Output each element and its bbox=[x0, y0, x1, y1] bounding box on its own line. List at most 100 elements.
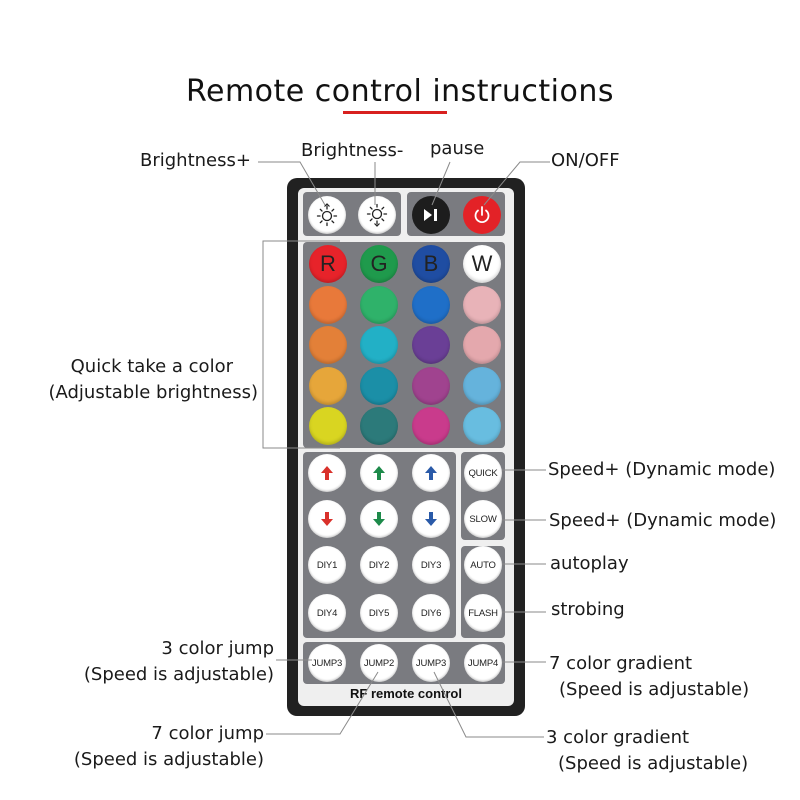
jump3-button[interactable]: JUMP3 bbox=[308, 644, 346, 682]
diy-label: DIY5 bbox=[368, 607, 390, 619]
jump-label: JUMP3 bbox=[415, 657, 447, 669]
callout-7-color-gradient-line2: (Speed is adjustable) bbox=[559, 679, 750, 700]
color-button-g[interactable]: G bbox=[360, 245, 398, 283]
leader-quick-color-bracket bbox=[262, 240, 340, 449]
jump-label: JUMP3 bbox=[311, 657, 343, 669]
color-swatch-button[interactable] bbox=[412, 326, 450, 364]
sun-down-icon bbox=[366, 203, 388, 227]
color-swatch-button[interactable] bbox=[412, 407, 450, 445]
diy-label: DIY3 bbox=[420, 559, 442, 571]
brand-label: RF remote control bbox=[350, 686, 462, 701]
arrow-down-icon bbox=[425, 512, 437, 526]
flash-label: FLASH bbox=[468, 607, 498, 619]
diy2-button[interactable]: DIY2 bbox=[360, 546, 398, 584]
callout-speed-up: Speed+ (Dynamic mode) bbox=[548, 459, 776, 480]
callout-7-color-jump-line2: (Speed is adjustable) bbox=[73, 749, 264, 770]
callout-3-color-jump-line2: (Speed is adjustable) bbox=[83, 664, 274, 685]
leader-brightness-up bbox=[258, 161, 326, 206]
callout-3-color-gradient-line2: (Speed is adjustable) bbox=[558, 753, 749, 774]
color-swatch-button[interactable] bbox=[463, 286, 501, 324]
red-up-button[interactable] bbox=[308, 454, 346, 492]
callout-3-color-jump: 3 color jump (Speed is adjustable) bbox=[40, 638, 274, 686]
diy1-button[interactable]: DIY1 bbox=[308, 546, 346, 584]
power-icon bbox=[474, 206, 490, 224]
leader-3-color-gradient bbox=[433, 671, 544, 738]
diy-label: DIY2 bbox=[368, 559, 390, 571]
color-button-w[interactable]: W bbox=[463, 245, 501, 283]
color-swatch-button[interactable] bbox=[412, 286, 450, 324]
play-pause-icon bbox=[424, 209, 437, 221]
color-swatch-button[interactable] bbox=[309, 286, 347, 324]
color-swatch-button[interactable] bbox=[463, 326, 501, 364]
diy6-button[interactable]: DIY6 bbox=[412, 594, 450, 632]
quick-button[interactable]: QUICK bbox=[464, 454, 502, 492]
callout-quick-color-line2: (Adjustable brightness) bbox=[48, 382, 258, 403]
blue-down-button[interactable] bbox=[412, 500, 450, 538]
green-down-button[interactable] bbox=[360, 500, 398, 538]
arrow-up-icon bbox=[373, 466, 385, 480]
callout-7-color-jump: 7 color jump (Speed is adjustable) bbox=[30, 723, 264, 771]
color-swatch-button[interactable] bbox=[463, 367, 501, 405]
color-button-label: B bbox=[423, 251, 439, 276]
jump7-button[interactable]: JUMP2 bbox=[360, 644, 398, 682]
color-button-b[interactable]: B bbox=[412, 245, 450, 283]
callout-3-color-jump-line1: 3 color jump bbox=[161, 638, 274, 659]
color-button-label: W bbox=[471, 251, 493, 276]
callout-quick-color: Quick take a color (Adjustable brightnes… bbox=[20, 356, 258, 404]
leader-pause bbox=[431, 161, 451, 206]
diy4-button[interactable]: DIY4 bbox=[308, 594, 346, 632]
slow-button[interactable]: SLOW bbox=[464, 500, 502, 538]
slow-label: SLOW bbox=[469, 513, 497, 525]
flash-button[interactable]: FLASH bbox=[464, 594, 502, 632]
arrow-down-icon bbox=[373, 512, 385, 526]
arrow-up-icon bbox=[321, 466, 333, 480]
diy-label: DIY6 bbox=[420, 607, 442, 619]
diy-label: DIY1 bbox=[316, 559, 338, 571]
quick-label: QUICK bbox=[468, 467, 498, 479]
callout-on-off: ON/OFF bbox=[551, 150, 620, 171]
callout-pause: pause bbox=[430, 138, 485, 159]
diy3-button[interactable]: DIY3 bbox=[412, 546, 450, 584]
leader-7-color-jump bbox=[266, 671, 379, 735]
callout-3-color-gradient-line1: 3 color gradient bbox=[546, 727, 690, 748]
jump-label: JUMP4 bbox=[467, 657, 499, 669]
callout-brightness-down: Brightness- bbox=[301, 140, 404, 161]
callout-speed-down: Speed+ (Dynamic mode) bbox=[549, 510, 777, 531]
callout-brightness-up: Brightness+ bbox=[140, 150, 251, 171]
pause-button[interactable] bbox=[412, 196, 450, 234]
diy-label: DIY4 bbox=[316, 607, 338, 619]
sun-up-icon bbox=[316, 203, 338, 227]
arrow-up-icon bbox=[425, 466, 437, 480]
blue-up-button[interactable] bbox=[412, 454, 450, 492]
callout-7-color-gradient-line1: 7 color gradient bbox=[549, 653, 693, 674]
color-swatch-button[interactable] bbox=[360, 407, 398, 445]
arrow-down-icon bbox=[321, 512, 333, 526]
fade3-button[interactable]: JUMP3 bbox=[412, 644, 450, 682]
color-swatch-button[interactable] bbox=[360, 286, 398, 324]
callout-7-color-jump-line1: 7 color jump bbox=[151, 723, 264, 744]
color-swatch-button[interactable] bbox=[309, 407, 347, 445]
jump-label: JUMP2 bbox=[363, 657, 395, 669]
callout-strobing: strobing bbox=[551, 599, 625, 620]
leader-on-off bbox=[483, 161, 550, 206]
diy5-button[interactable]: DIY5 bbox=[360, 594, 398, 632]
color-swatch-button[interactable] bbox=[360, 326, 398, 364]
brightness-up-button[interactable] bbox=[308, 196, 346, 234]
color-swatch-button[interactable] bbox=[463, 407, 501, 445]
color-button-r[interactable]: R bbox=[309, 245, 347, 283]
callout-3-color-gradient: 3 color gradient (Speed is adjustable) bbox=[546, 727, 748, 775]
color-swatch-button[interactable] bbox=[412, 367, 450, 405]
callout-7-color-gradient: 7 color gradient (Speed is adjustable) bbox=[549, 653, 749, 701]
color-swatch-button[interactable] bbox=[309, 326, 347, 364]
callout-autoplay: autoplay bbox=[550, 553, 629, 574]
page-title: Remote control instructions bbox=[186, 74, 614, 109]
green-up-button[interactable] bbox=[360, 454, 398, 492]
color-swatch-button[interactable] bbox=[309, 367, 347, 405]
auto-button[interactable]: AUTO bbox=[464, 546, 502, 584]
power-button[interactable] bbox=[463, 196, 501, 234]
fade7-button[interactable]: JUMP4 bbox=[464, 644, 502, 682]
color-swatch-button[interactable] bbox=[360, 367, 398, 405]
brightness-down-button[interactable] bbox=[358, 196, 396, 234]
red-down-button[interactable] bbox=[308, 500, 346, 538]
